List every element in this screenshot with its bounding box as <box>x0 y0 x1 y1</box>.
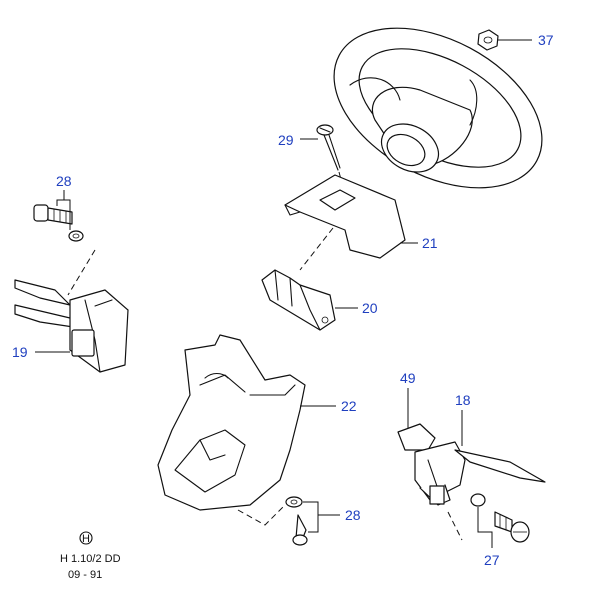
steering-wheel <box>333 27 543 189</box>
callout-18: 18 <box>455 392 471 408</box>
callout-21: 21 <box>422 235 438 251</box>
callout-37: 37 <box>538 32 554 48</box>
bracket-20 <box>261 269 358 331</box>
shroud-lower-22 <box>157 334 336 511</box>
footer-code: H 1.10/2 DD <box>60 553 121 565</box>
footer-mark: H <box>79 531 93 545</box>
callout-22: 22 <box>341 398 357 414</box>
callout-29: 29 <box>278 132 294 148</box>
footer-date: 09 - 91 <box>68 569 102 581</box>
bolt-28-left <box>33 190 84 242</box>
callout-49: 49 <box>400 370 416 386</box>
h-symbol-icon: H <box>82 533 90 545</box>
screw-28-bottom <box>285 496 340 546</box>
callout-20: 20 <box>362 300 378 316</box>
nut-37 <box>477 29 532 51</box>
callout-27: 27 <box>484 552 500 568</box>
shroud-upper-21 <box>284 174 418 259</box>
callout-28-left: 28 <box>56 173 72 189</box>
screw-27 <box>470 493 530 548</box>
switch-19 <box>14 279 129 373</box>
switch-18 <box>397 388 546 506</box>
callout-19: 19 <box>12 344 28 360</box>
callout-28-bottom: 28 <box>345 507 361 523</box>
